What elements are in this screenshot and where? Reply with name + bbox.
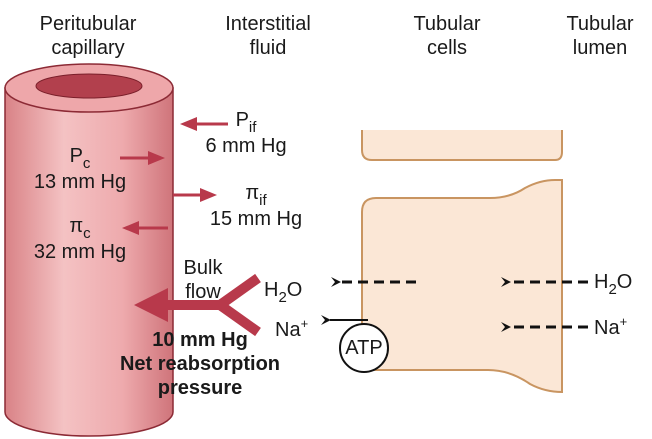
peritubular-capillary — [4, 63, 174, 437]
label-pi-c: πc 32 mm Hg — [33, 215, 127, 263]
label-water-interstitial: H2O — [264, 279, 303, 306]
bulk-flow-arrow — [134, 273, 261, 337]
capillary-lumen — [35, 73, 143, 99]
label-sodium-interstitial: Na+ — [275, 316, 309, 341]
capillary-body — [4, 87, 174, 437]
tubular-cells — [361, 130, 563, 394]
label-net-reabsorption-pressure: 10 mm Hg Net reabsorption pressure — [119, 329, 281, 399]
label-sodium-lumen: Na+ — [594, 314, 628, 339]
label-pi-if: πif 15 mm Hg — [209, 182, 303, 230]
force-arrows — [120, 117, 228, 235]
arrow-p-if — [180, 117, 228, 131]
arrow-pi-c — [122, 221, 168, 235]
label-water-lumen: H2O — [594, 271, 633, 298]
lower-tubular-cell — [361, 179, 563, 394]
atp-circle — [339, 323, 389, 373]
arrow-p-c — [120, 151, 165, 165]
label-p-c: Pc 13 mm Hg — [33, 145, 127, 193]
label-atp: ATP — [345, 337, 383, 359]
arrow-pi-if — [173, 188, 217, 202]
upper-tubular-cell — [361, 130, 563, 161]
transport-arrows — [321, 277, 588, 332]
label-p-if: Pif 6 mm Hg — [205, 109, 287, 157]
